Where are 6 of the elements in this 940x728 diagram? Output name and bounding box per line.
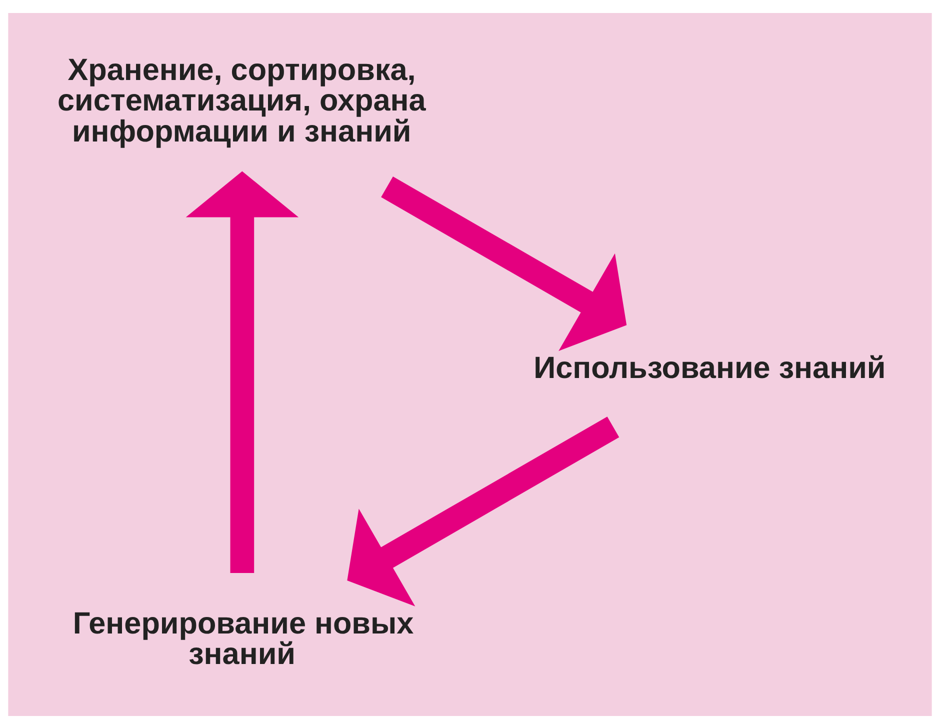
arrow	[186, 170, 299, 572]
node-text: Использование знаний	[534, 350, 886, 384]
node-text: Хранение, сортировка, систематизация, охрана информации и знаний	[58, 52, 426, 148]
arrow	[381, 176, 627, 350]
node-text: Генерирование новых знаний	[72, 606, 414, 670]
arrow	[347, 416, 620, 606]
